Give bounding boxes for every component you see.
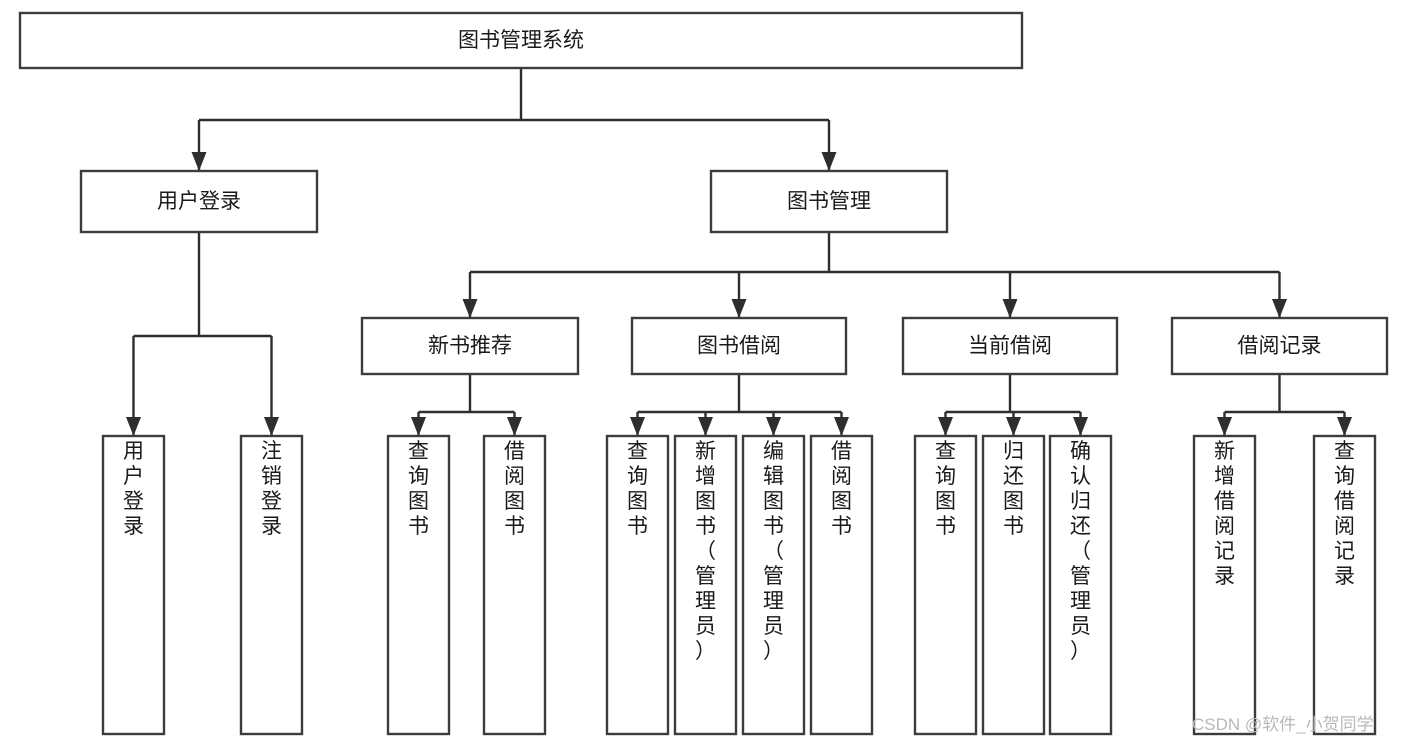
leafgrp-borrow-record-arrow-1 (1337, 417, 1352, 436)
node-leaf-query-book-current[interactable]: 查询图书 (913, 434, 978, 736)
leafgrp-user-login-arrow-1 (264, 417, 279, 436)
node-label-book-management: 图书管理 (787, 190, 871, 213)
node-box-leaf-query-book-current (913, 434, 978, 736)
node-box-leaf-edit-book-admin (741, 434, 806, 736)
node-leaf-add-book-admin[interactable]: 新增图书（管理员） (673, 434, 738, 736)
node-label-user-login: 用户登录 (157, 190, 241, 213)
node-label-leaf-user-login: 用户登录 (123, 440, 144, 538)
node-leaf-query-borrow-record[interactable]: 查询借阅记录 (1312, 434, 1377, 736)
leafgrp-current-borrow-arrow-2 (1073, 417, 1088, 436)
leafgrp-book-borrow-arrow-2 (766, 417, 781, 436)
node-label-leaf-borrow-book: 借阅图书 (831, 440, 852, 538)
leafgrp-current-borrow-arrow-0 (938, 417, 953, 436)
node-box-book-management (709, 169, 949, 234)
node-label-current-borrow: 当前借阅 (968, 335, 1052, 358)
leafgrp-new-book-recommend-arrow-0 (411, 417, 426, 436)
node-user-login[interactable]: 用户登录 (79, 169, 319, 234)
node-box-leaf-confirm-return-admin (1048, 434, 1113, 736)
node-label-leaf-return-book: 归还图书 (1003, 440, 1024, 538)
node-label-leaf-add-borrow-record: 新增借阅记录 (1214, 440, 1235, 588)
node-label-leaf-query-book-recommend: 查询图书 (408, 440, 429, 538)
node-box-leaf-add-borrow-record (1192, 434, 1257, 736)
node-label-leaf-query-book-current: 查询图书 (935, 440, 956, 538)
node-box-leaf-logout-login (239, 434, 304, 736)
node-label-root: 图书管理系统 (458, 29, 584, 52)
node-new-book-recommend[interactable]: 新书推荐 (360, 316, 580, 376)
node-box-book-borrow (630, 316, 848, 376)
node-label-leaf-confirm-return-admin: 确认归还（管理员） (1070, 440, 1091, 663)
csdn-watermark: CSDN @软件_小贺同学 (1192, 715, 1374, 734)
leafgrp-current-borrow-arrow-1 (1006, 417, 1021, 436)
root-to-level2-arrow-0 (191, 152, 207, 171)
node-layer: 图书管理系统用户登录图书管理新书推荐图书借阅当前借阅借阅记录用户登录注销登录查询… (18, 11, 1389, 736)
node-label-leaf-logout-login: 注销登录 (261, 440, 282, 538)
node-label-new-book-recommend: 新书推荐 (428, 335, 512, 358)
node-leaf-query-book-recommend[interactable]: 查询图书 (386, 434, 451, 736)
node-leaf-user-login[interactable]: 用户登录 (101, 434, 166, 736)
node-box-borrow-record (1170, 316, 1389, 376)
node-label-borrow-record: 借阅记录 (1238, 335, 1322, 358)
bookmgmt-to-level3-arrow-3 (1272, 299, 1287, 318)
node-book-management[interactable]: 图书管理 (709, 169, 949, 234)
leafgrp-new-book-recommend-arrow-1 (507, 417, 522, 436)
node-label-leaf-edit-book-admin: 编辑图书（管理员） (763, 440, 784, 663)
node-root[interactable]: 图书管理系统 (18, 11, 1024, 70)
bookmgmt-to-level3-arrow-1 (731, 299, 747, 318)
node-box-leaf-borrow-book-recommend (482, 434, 547, 736)
node-box-leaf-query-book-recommend (386, 434, 451, 736)
node-box-leaf-return-book (981, 434, 1046, 736)
leafgrp-book-borrow-arrow-1 (698, 417, 713, 436)
node-box-root (18, 11, 1024, 70)
bookmgmt-to-level3-arrow-2 (1002, 299, 1018, 318)
node-label-leaf-query-borrow-record: 查询借阅记录 (1334, 440, 1355, 588)
node-leaf-borrow-book-recommend[interactable]: 借阅图书 (482, 434, 547, 736)
node-label-leaf-query-book-borrow: 查询图书 (627, 440, 648, 538)
node-label-leaf-borrow-book-recommend: 借阅图书 (504, 440, 525, 538)
node-leaf-confirm-return-admin[interactable]: 确认归还（管理员） (1048, 434, 1113, 736)
node-label-book-borrow: 图书借阅 (697, 335, 781, 358)
node-box-leaf-user-login (101, 434, 166, 736)
node-box-leaf-query-borrow-record (1312, 434, 1377, 736)
node-current-borrow[interactable]: 当前借阅 (901, 316, 1119, 376)
connector-layer (126, 68, 1352, 436)
node-label-leaf-add-book-admin: 新增图书（管理员） (695, 440, 716, 663)
node-box-current-borrow (901, 316, 1119, 376)
node-leaf-logout-login[interactable]: 注销登录 (239, 434, 304, 736)
node-leaf-query-book-borrow[interactable]: 查询图书 (605, 434, 670, 736)
node-box-leaf-borrow-book (809, 434, 874, 736)
node-box-leaf-query-book-borrow (605, 434, 670, 736)
node-leaf-add-borrow-record[interactable]: 新增借阅记录 (1192, 434, 1257, 736)
node-box-new-book-recommend (360, 316, 580, 376)
node-leaf-return-book[interactable]: 归还图书 (981, 434, 1046, 736)
node-box-user-login (79, 169, 319, 234)
leafgrp-book-borrow-arrow-3 (834, 417, 849, 436)
root-to-level2-arrow-1 (821, 152, 837, 171)
bookmgmt-to-level3-arrow-0 (462, 299, 478, 318)
node-box-leaf-add-book-admin (673, 434, 738, 736)
leafgrp-user-login-arrow-0 (126, 417, 141, 436)
leafgrp-borrow-record-arrow-0 (1217, 417, 1232, 436)
node-leaf-edit-book-admin[interactable]: 编辑图书（管理员） (741, 434, 806, 736)
node-leaf-borrow-book[interactable]: 借阅图书 (809, 434, 874, 736)
node-borrow-record[interactable]: 借阅记录 (1170, 316, 1389, 376)
node-book-borrow[interactable]: 图书借阅 (630, 316, 848, 376)
leafgrp-book-borrow-arrow-0 (630, 417, 645, 436)
